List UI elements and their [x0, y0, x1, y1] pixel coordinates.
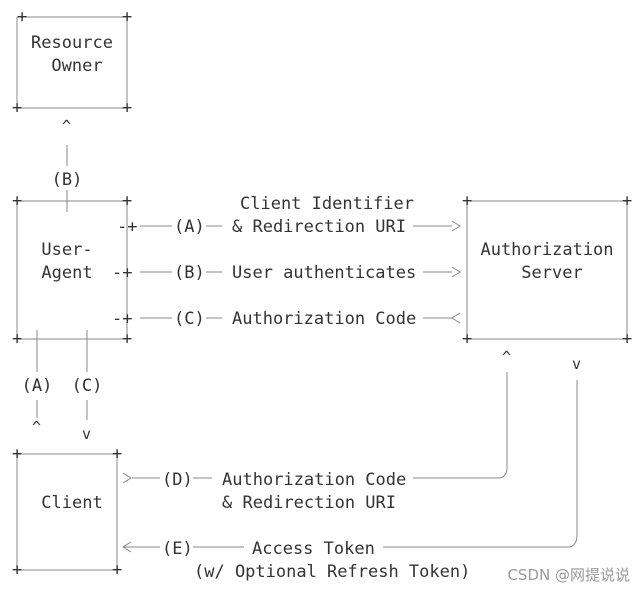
- arrow-down-icon: v: [82, 425, 91, 443]
- user-agent-box: + + + +: [12, 191, 132, 349]
- authorization-server-label-1: Authorization: [480, 240, 613, 260]
- step-b-marker: (B): [174, 263, 205, 283]
- step-c-arrow: -+: [112, 309, 461, 329]
- step-c-marker-client: (C): [72, 376, 103, 396]
- svg-text:+: +: [122, 191, 132, 211]
- svg-text:+: +: [122, 98, 132, 118]
- arrow-left-icon: [122, 541, 132, 553]
- step-a-marker: (A): [174, 217, 205, 237]
- watermark: CSDN @网提说说: [507, 566, 630, 584]
- step-d-label-2: & Redirection URI: [222, 493, 396, 513]
- svg-text:-+: -+: [112, 309, 132, 329]
- step-b-label: User authenticates: [232, 263, 416, 283]
- arrow-up-icon: ^: [32, 418, 41, 436]
- step-d-marker: (D): [162, 470, 193, 490]
- authorization-server-box: + + + +: [462, 191, 632, 349]
- arrow-up-icon: ^: [502, 348, 511, 366]
- step-c-label: Authorization Code: [232, 309, 416, 329]
- step-a-marker-client: (A): [22, 376, 53, 396]
- step-c-marker: (C): [174, 309, 205, 329]
- resource-owner-label-2: Owner: [51, 56, 102, 76]
- svg-text:+: +: [622, 191, 632, 211]
- svg-text:-+: -+: [117, 217, 137, 237]
- arrow-left-icon: [451, 312, 461, 324]
- step-a-label-2: & Redirection URI: [232, 217, 406, 237]
- connector-user-agent-client: ^ v: [32, 330, 91, 443]
- resource-owner-box: + + + +: [12, 7, 132, 118]
- svg-text:+: +: [122, 7, 132, 27]
- step-e-marker: (E): [162, 539, 193, 559]
- svg-text:+: +: [112, 444, 122, 464]
- svg-text:+: +: [112, 560, 122, 580]
- arrow-right-icon: [122, 472, 132, 484]
- client-box: + + + +: [12, 444, 122, 580]
- step-b-marker-owner: (B): [52, 170, 83, 190]
- step-d-label-1: Authorization Code: [222, 470, 406, 490]
- user-agent-label-2: Agent: [41, 263, 92, 283]
- svg-text:+: +: [122, 329, 132, 349]
- step-e-label-1: Access Token: [252, 539, 375, 559]
- arrow-right-icon: [451, 266, 461, 278]
- arrow-right-icon: [451, 220, 461, 232]
- svg-text:+: +: [12, 98, 22, 118]
- authorization-server-label-2: Server: [521, 263, 582, 283]
- step-d-arrow: [122, 467, 508, 484]
- svg-text:+: +: [12, 329, 22, 349]
- svg-text:+: +: [12, 191, 22, 211]
- svg-text:+: +: [622, 329, 632, 349]
- step-a-arrow: -+: [117, 217, 461, 237]
- plus-glyph: +: [17, 7, 27, 27]
- step-a-label-1: Client Identifier: [240, 194, 414, 214]
- resource-owner-label-1: Resource: [31, 33, 113, 53]
- user-agent-label-1: User-: [41, 240, 92, 260]
- step-e-arrow: [122, 534, 578, 553]
- connector-authorization-server-client: ^ v: [502, 348, 581, 535]
- step-b-arrow: -+: [112, 263, 461, 283]
- svg-text:+: +: [462, 191, 472, 211]
- arrow-down-icon: v: [572, 355, 581, 373]
- client-label: Client: [41, 493, 102, 513]
- svg-text:+: +: [462, 329, 472, 349]
- svg-text:+: +: [12, 560, 22, 580]
- arrow-up-icon: ^: [62, 117, 71, 135]
- step-e-label-2: (w/ Optional Refresh Token): [194, 562, 470, 582]
- connector-resource-owner-user-agent: ^: [62, 117, 71, 212]
- svg-text:-+: -+: [112, 263, 132, 283]
- svg-text:+: +: [12, 444, 22, 464]
